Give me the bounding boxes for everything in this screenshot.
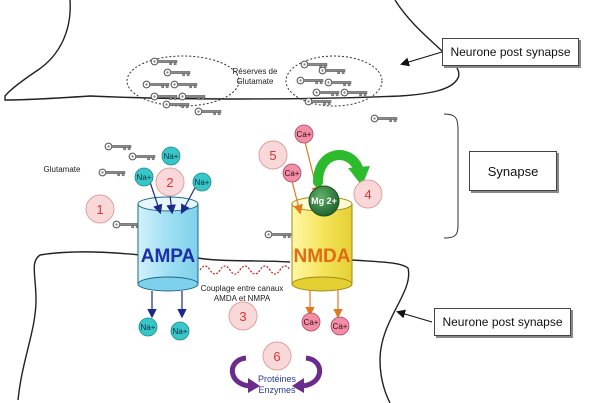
svg-text:Na+: Na+ (195, 178, 210, 187)
mg-release-arrowhead (348, 166, 370, 186)
svg-text:6: 6 (273, 349, 280, 364)
svg-text:Na+: Na+ (173, 327, 188, 336)
step-2: 2 (155, 167, 185, 197)
neuron-top-pointer (400, 51, 443, 67)
svg-text:Ca+: Ca+ (285, 169, 300, 178)
svg-text:1: 1 (96, 202, 103, 217)
ca-ion: Ca+ (330, 316, 350, 336)
svg-text:Ca+: Ca+ (333, 322, 348, 331)
step-4: 4 (353, 179, 383, 209)
reserves-label-line1: Réserves de (233, 67, 278, 76)
svg-text:2: 2 (166, 175, 173, 190)
svg-text:Na+: Na+ (137, 173, 152, 182)
svg-text:Ca+: Ca+ (297, 130, 312, 139)
neuron-bottom-pointer (396, 309, 433, 323)
mg-block (308, 185, 340, 217)
ampa-channel (137, 196, 199, 292)
neuron-top-label: Neurone post synapse (442, 38, 579, 66)
neuron-bottom-label: Neurone post synapse (434, 308, 571, 336)
na-ion: Na+ (134, 167, 154, 187)
na-ion: Na+ (138, 317, 158, 337)
svg-text:4: 4 (364, 187, 371, 202)
nmda-label: NMDA (294, 246, 351, 267)
mg-release-arrow (313, 150, 363, 187)
coupling-wave (199, 265, 291, 275)
ampa-outflow-arrows (147, 291, 187, 319)
svg-text:3: 3 (239, 309, 246, 324)
protein-arrows (229, 355, 323, 393)
ca-ion: Ca+ (301, 312, 321, 332)
synapse-bracket (443, 113, 459, 239)
svg-text:Ca+: Ca+ (304, 318, 319, 327)
enzymes-label: Enzymes (258, 385, 296, 395)
ca-ion: Ca+ (282, 163, 302, 183)
postsynaptic-membrane (17, 251, 410, 403)
step-3: 3 (228, 301, 258, 331)
na-ion: Na+ (170, 321, 190, 341)
svg-text:Na+: Na+ (141, 323, 156, 332)
svg-text:Na+: Na+ (164, 152, 179, 161)
svg-text:5: 5 (269, 148, 276, 163)
presynaptic-membrane (4, 0, 460, 101)
mg-label: Mg 2+ (311, 196, 337, 206)
glutamate-vesicle-right (285, 55, 383, 107)
reserves-label-line2: Glutamate (237, 77, 274, 86)
synapse-label: Synapse (469, 151, 557, 191)
na-ion: Na+ (192, 172, 212, 192)
na-ion: Na+ (161, 146, 181, 166)
proteins-label: Protéines (258, 374, 297, 384)
coupling-label-line2: AMDA et NMPA (214, 294, 271, 303)
step-1: 1 (85, 194, 115, 224)
glutamate-keys-left (142, 57, 206, 109)
glutamate-label: Glutamate (44, 165, 81, 174)
ca-ion: Ca+ (294, 124, 314, 144)
step-5: 5 (258, 140, 288, 170)
nmda-outflow-arrows (305, 290, 343, 319)
step-6: 6 (262, 341, 292, 371)
ampa-label: AMPA (141, 246, 196, 267)
coupling-label-line1: Couplage entre canaux (201, 284, 284, 293)
